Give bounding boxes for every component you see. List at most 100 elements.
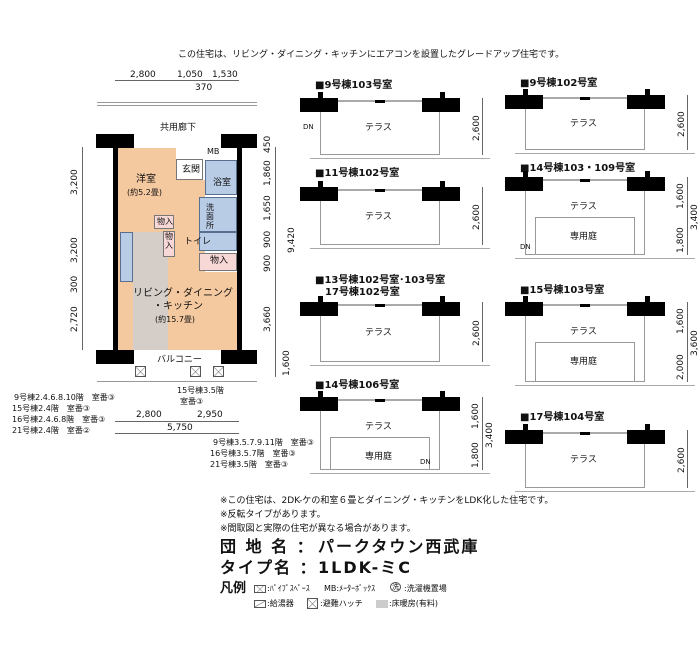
terrace-outline	[525, 109, 645, 150]
dim: 2,600	[472, 114, 482, 141]
hatch-note: 15号棟2.4階 室番③	[12, 404, 91, 413]
wall	[505, 95, 543, 109]
note: ※間取図と実際の住宅が異なる場合があります。	[220, 524, 416, 534]
wall	[580, 432, 590, 435]
panel-title: ■13号棟102号室･103号室	[315, 275, 446, 286]
legend-item: MB:ﾒｰﾀｰﾎﾞｯｸｽ	[324, 584, 376, 593]
room-toilet: トイレ	[184, 237, 212, 247]
corridor-label: 共用廊下	[160, 123, 197, 133]
dim: 2,600	[472, 204, 482, 230]
hatch-note: 21号棟2.4階 室番②	[12, 426, 91, 435]
wall	[375, 100, 385, 103]
hatch-note: 16号棟2.4.6.8階 室番③	[12, 415, 106, 424]
dim: 1,600	[471, 403, 481, 429]
panel-title: ■14号棟106号室	[315, 380, 400, 391]
mb-label: MB	[207, 147, 220, 156]
wall	[505, 177, 543, 191]
estate-name: パークタウン西武庫	[318, 537, 480, 556]
escape-hatch-icon	[190, 366, 201, 377]
dim: 3,400	[485, 421, 495, 448]
dim: 1,800	[471, 442, 481, 468]
legend-item: :ﾊﾟｲﾌﾟｽﾍﾟｰｽ	[267, 584, 310, 593]
ground-line	[515, 258, 695, 259]
wall	[440, 296, 445, 302]
panel-title: ■14号棟103・109号室	[520, 163, 636, 174]
wall	[627, 302, 665, 316]
dim: 2,600	[472, 320, 482, 346]
escape-hatch-icon	[213, 366, 224, 377]
panel-title: 17号棟102号室	[325, 287, 400, 298]
dim: 2,600	[677, 447, 687, 473]
hatch-note: 室番③	[180, 397, 204, 406]
dim: 1,650	[263, 195, 273, 221]
room-bath: 浴室	[213, 178, 232, 188]
dim: 1,800	[676, 227, 686, 253]
garden-label: 専用庭	[365, 452, 393, 462]
panel-title: ■9号棟103号室	[315, 80, 393, 91]
room-ldk-size: (約15.7畳)	[155, 315, 196, 324]
wall	[580, 304, 590, 307]
wall	[318, 391, 323, 397]
hatch-note: 16号棟3.5.7階 室番③	[210, 449, 296, 458]
ground-line	[515, 153, 695, 154]
wall	[580, 179, 590, 182]
dim-line	[482, 187, 483, 245]
down-stairs-label: DN	[520, 243, 531, 251]
wall	[645, 424, 650, 430]
wall	[300, 302, 338, 316]
wall	[318, 296, 323, 302]
dim: 900	[263, 254, 273, 272]
panel-title: ■15号棟103号室	[520, 285, 605, 296]
wall	[422, 98, 460, 112]
garden-outline	[535, 342, 635, 382]
balcony-label: バルコニー	[157, 355, 202, 365]
garden-label: 専用庭	[570, 232, 598, 242]
wall	[627, 177, 665, 191]
ground-line	[310, 365, 490, 366]
water-heater-icon	[254, 600, 266, 608]
hatch-note: 21号棟3.5階 室番③	[210, 460, 289, 469]
wall	[422, 187, 460, 201]
room-storage: 物入	[165, 232, 173, 251]
wall	[318, 92, 323, 98]
dim: 1,600	[676, 183, 686, 209]
note: ※この住宅は、2DK-ケの和室６畳とダイニング・キッチンをLDK化した住宅です。	[220, 496, 554, 506]
dim-line	[482, 302, 483, 362]
room-western: 洋室	[136, 174, 156, 185]
room-storage: 物入	[157, 217, 173, 226]
floor-heating-icon	[376, 600, 388, 608]
dim: 2,600	[677, 110, 687, 137]
dim: 2,000	[676, 354, 686, 380]
wall	[440, 181, 445, 187]
dim: 2,800	[136, 410, 162, 420]
wall	[375, 399, 385, 402]
ground-line	[515, 385, 695, 386]
garden-label: 専用庭	[570, 357, 598, 367]
type-name: 1LDK-ミC	[318, 558, 413, 577]
wall	[645, 296, 650, 302]
terrace-outline	[525, 444, 645, 488]
hatch-note: 9号棟2.4.6.8.10階 室番③	[14, 393, 115, 402]
wall	[422, 397, 460, 411]
wall	[440, 92, 445, 98]
wall	[300, 187, 338, 201]
wall	[523, 424, 528, 430]
garden-outline	[535, 217, 635, 255]
pipe-space-icon	[254, 585, 266, 593]
wall	[645, 89, 650, 95]
dim: 2,720	[70, 306, 80, 332]
down-stairs-label: DN	[420, 458, 431, 466]
legend-title: 凡例	[220, 581, 247, 596]
terrace-outline	[320, 316, 440, 362]
ground-line	[310, 473, 490, 474]
terrace-label: テラス	[570, 455, 597, 465]
note: ※反転タイプがあります。	[220, 510, 326, 520]
dim: 3,400	[690, 204, 700, 230]
header-note: この住宅は、リビング・ダイニング・キッチンにエアコンを設置したグレードアップ住宅…	[178, 50, 565, 60]
escape-hatch-icon	[135, 366, 146, 377]
wall	[580, 97, 590, 100]
wall	[523, 89, 528, 95]
dim: 1,530	[212, 70, 238, 80]
dim: 2,950	[197, 410, 223, 420]
dim: 9,420	[287, 227, 297, 253]
